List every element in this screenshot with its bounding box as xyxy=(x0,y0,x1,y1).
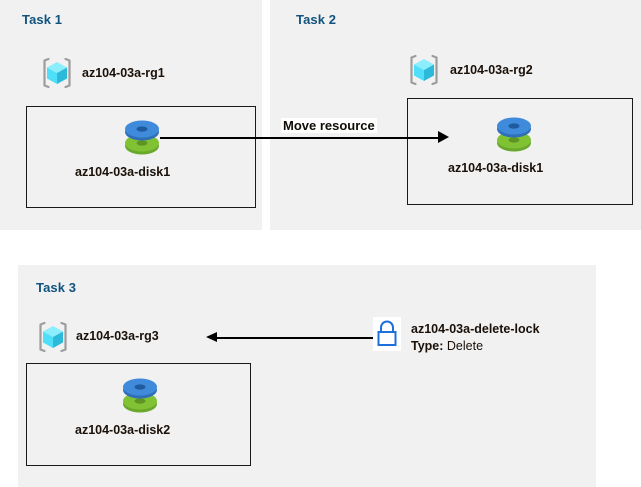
resource-group-icon xyxy=(407,53,441,87)
task-panel-task1: Task 1 az104-03a-rg1 xyxy=(0,0,262,230)
lock-icon xyxy=(373,317,401,351)
lock-type-value: Delete xyxy=(446,339,484,353)
task-panel-task3: Task 3 az104-03a-rg3 xyxy=(18,265,596,487)
disk-icon xyxy=(121,114,163,162)
disk-icon xyxy=(493,111,535,159)
resource-group-label-2: az104-03a-rg2 xyxy=(450,63,533,77)
move-resource-label: Move resource xyxy=(281,118,377,133)
lock-arrow-line xyxy=(216,337,373,339)
resource-box-task2: az104-03a-disk1 xyxy=(407,98,633,205)
task-title-3: Task 3 xyxy=(36,280,77,295)
resource-label-disk1-task2: az104-03a-disk1 xyxy=(448,161,544,175)
task-panel-task2: Task 2 az104-03a-rg2 xyxy=(270,0,641,230)
move-resource-arrow-line xyxy=(160,137,441,139)
task-title-2: Task 2 xyxy=(296,12,337,27)
resource-group-label-1: az104-03a-rg1 xyxy=(82,66,165,80)
resource-box-task1: az104-03a-disk1 xyxy=(26,106,256,208)
lock-type-label: Type: Delete xyxy=(411,339,483,353)
lock-arrow-head xyxy=(206,332,217,342)
move-resource-arrow-head xyxy=(438,131,449,143)
resource-group-icon xyxy=(40,56,74,90)
resource-group-label-3: az104-03a-rg3 xyxy=(76,329,159,343)
task-title-1: Task 1 xyxy=(22,12,63,27)
lock-type-key: Type: xyxy=(411,339,444,353)
resource-group-icon xyxy=(36,320,70,354)
resource-box-task3: az104-03a-disk2 xyxy=(26,363,251,466)
resource-label-disk1-task1: az104-03a-disk1 xyxy=(75,165,171,179)
disk-icon xyxy=(119,372,161,420)
lock-name-label: az104-03a-delete-lock xyxy=(411,322,540,336)
resource-label-disk2-task3: az104-03a-disk2 xyxy=(75,423,171,437)
